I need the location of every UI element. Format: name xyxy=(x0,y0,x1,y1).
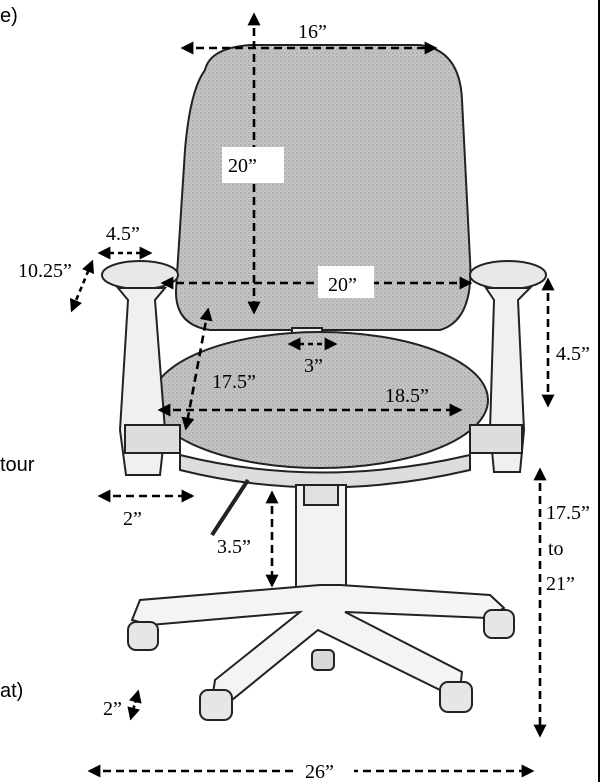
right-arm-bracket xyxy=(469,424,523,454)
label-seat-height-mid: to xyxy=(548,538,564,560)
label-arm-offset: 2” xyxy=(123,508,142,530)
chair-drawing xyxy=(101,44,547,721)
left-arm-pad xyxy=(101,260,179,290)
right-border-line xyxy=(598,0,600,782)
side-text-middle: tour xyxy=(0,454,35,476)
caster-center xyxy=(311,649,335,671)
label-back-height: 20” xyxy=(228,155,257,177)
arrow-arm-pad-length xyxy=(70,259,94,313)
caster-front-left xyxy=(199,689,233,721)
label-seat-width: 18.5” xyxy=(385,385,429,407)
label-back-gap: 3” xyxy=(304,355,323,377)
arrow-caster-height xyxy=(127,689,142,721)
label-arm-pad-width: 4.5” xyxy=(106,223,140,245)
tilt-lever xyxy=(210,478,250,537)
arrow-seat-depth xyxy=(181,307,213,431)
label-base-width: 26” xyxy=(305,761,334,782)
label-arm-pad-length: 10.25” xyxy=(18,260,72,282)
label-caster-height: 2” xyxy=(103,698,122,720)
label-tilt-range: 3.5” xyxy=(217,536,251,558)
label-back-width: 16” xyxy=(298,21,327,43)
label-seat-height-bottom: 21” xyxy=(546,573,575,595)
caster-left xyxy=(127,621,159,651)
side-text-top: e) xyxy=(0,5,18,27)
caster-right xyxy=(483,609,515,639)
right-arm-pad xyxy=(469,260,547,290)
label-seat-height-top: 17.5” xyxy=(546,502,590,524)
left-side-text: e) tour at) xyxy=(0,5,35,702)
caster-front-right xyxy=(439,681,473,713)
label-back-lower-width: 20” xyxy=(328,274,357,296)
seat-cushion xyxy=(151,331,489,469)
left-arm-bracket xyxy=(124,424,181,454)
side-text-bottom: at) xyxy=(0,680,23,702)
label-arm-height: 4.5” xyxy=(556,343,590,365)
dimension-labels: 16” 20” 20” 4.5” 10.25” 4.5” 17.5” 3” 18… xyxy=(18,21,590,782)
seat-mechanism xyxy=(179,453,471,489)
label-seat-depth: 17.5” xyxy=(212,371,256,393)
